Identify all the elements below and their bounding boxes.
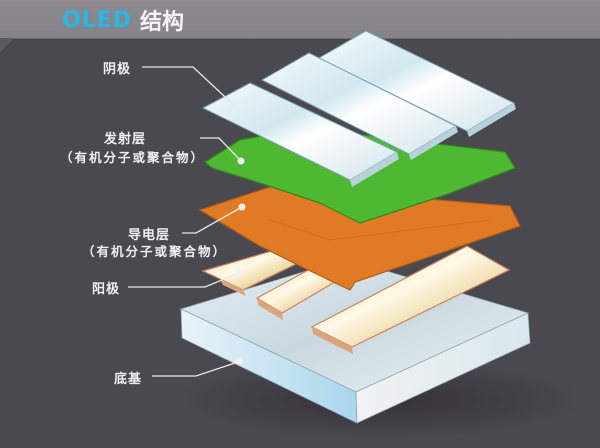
- page-title: OLED 结构: [62, 7, 185, 36]
- title-prefix: OLED: [62, 7, 133, 33]
- title-bar: [0, 0, 600, 39]
- label-conductive: 导电层: [128, 224, 170, 243]
- anode-layer: [201, 245, 511, 354]
- label-anode-text: 阳极: [92, 282, 121, 297]
- label-emissive: 发射层: [104, 128, 146, 147]
- leader-line-emissive: [200, 137, 242, 162]
- label-anode: 阳极: [92, 278, 120, 297]
- leader-line-conductive: [182, 206, 243, 234]
- label-conductive-sub: （有机分子或聚合物）: [82, 241, 227, 260]
- label-conductive-text: 导电层: [128, 228, 171, 243]
- label-substrate: 底基: [114, 368, 142, 387]
- cathode-layer: [201, 30, 516, 187]
- title-main: 结构: [140, 10, 185, 35]
- label-cathode-text: 阴极: [103, 62, 132, 77]
- leader-line-cathode: [142, 66, 239, 110]
- label-cathode: 阴极: [103, 58, 131, 77]
- corner-decoration: [0, 38, 14, 52]
- leader-line-anode: [128, 272, 240, 288]
- label-conductive-subtext: （有机分子或聚合物）: [82, 244, 228, 259]
- leader-lines: [128, 66, 243, 377]
- leader-dots: [235, 157, 246, 365]
- label-emissive-text: 发射层: [104, 132, 147, 147]
- leader-line-substrate: [152, 361, 239, 377]
- label-emissive-subtext: （有机分子或聚合物）: [60, 150, 206, 165]
- label-substrate-text: 底基: [114, 372, 143, 387]
- label-emissive-sub: （有机分子或聚合物）: [60, 147, 205, 166]
